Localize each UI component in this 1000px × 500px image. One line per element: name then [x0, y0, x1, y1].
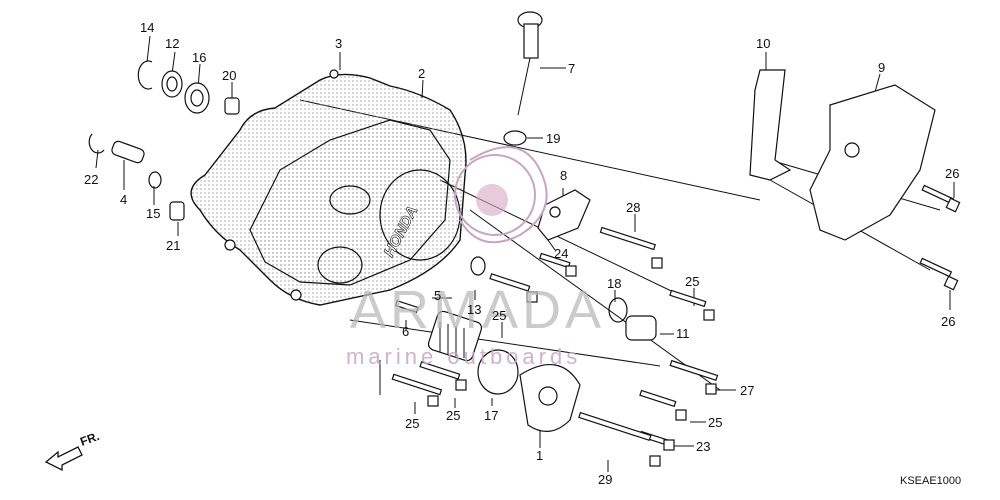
callout-17: 17 — [484, 408, 498, 423]
callout-19: 19 — [546, 131, 560, 146]
clip-22 — [88, 133, 105, 154]
sprocket-cover-9 — [809, 84, 936, 241]
o-ring-19 — [503, 130, 527, 146]
oil-filter-5 — [427, 310, 483, 362]
front-arrow-icon — [44, 446, 83, 472]
callout-3: 3 — [335, 36, 342, 51]
watermark-brand: ARMADA — [350, 280, 605, 340]
oil-seal-12 — [161, 70, 183, 98]
o-ring-15 — [148, 171, 162, 189]
callout-13: 13 — [467, 302, 481, 317]
callout-26b: 26 — [941, 314, 955, 329]
callout-25e: 25 — [446, 408, 460, 423]
bolts — [391, 184, 961, 467]
callout-25c: 25 — [708, 415, 722, 430]
watermark-logo-icon — [454, 146, 548, 244]
filter-cover-1 — [519, 364, 581, 432]
o-ring-18 — [608, 297, 628, 323]
diagram-code: KSEAE1000 — [900, 475, 961, 487]
bracket-8 — [537, 189, 591, 241]
callout-25b: 25 — [492, 308, 506, 323]
dowel-pin-20 — [224, 97, 240, 115]
callout-28: 28 — [626, 200, 640, 215]
callout-6: 6 — [402, 324, 409, 339]
callout-23: 23 — [696, 439, 710, 454]
callout-12: 12 — [165, 36, 179, 51]
dipstick-7 — [517, 11, 543, 116]
callout-9: 9 — [878, 60, 885, 75]
dowel-pin-21 — [169, 201, 185, 221]
callout-14: 14 — [140, 20, 154, 35]
snap-ring-14 — [137, 60, 153, 90]
callout-21: 21 — [166, 238, 180, 253]
plug-11 — [625, 315, 657, 341]
callout-1: 1 — [536, 448, 543, 463]
callout-25a: 25 — [685, 274, 699, 289]
crankcase-cover: HONDA — [190, 69, 467, 306]
callout-18: 18 — [607, 276, 621, 291]
callout-2: 2 — [418, 66, 425, 81]
callout-5: 5 — [434, 288, 441, 303]
callout-16: 16 — [192, 50, 206, 65]
washer-13 — [470, 256, 486, 276]
callout-11: 11 — [676, 326, 690, 341]
callout-27: 27 — [740, 383, 754, 398]
callout-29: 29 — [598, 472, 612, 487]
front-label: FR. — [78, 429, 101, 449]
front-marker: FR. — [44, 429, 101, 472]
callout-labels: 14 12 16 20 3 2 7 19 22 4 15 21 8 24 28 … — [84, 20, 959, 487]
callout-7: 7 — [568, 61, 575, 76]
callout-26a: 26 — [945, 166, 959, 181]
callout-8: 8 — [560, 168, 567, 183]
shaft-4 — [111, 140, 145, 164]
callout-24: 24 — [554, 246, 568, 261]
callout-10: 10 — [756, 36, 770, 51]
watermark: ARMADA marine outboards — [346, 146, 605, 369]
gasket-10 — [749, 69, 792, 181]
callout-25d: 25 — [405, 416, 419, 431]
callout-22: 22 — [84, 172, 98, 187]
o-ring-17 — [477, 349, 519, 395]
watermark-tagline: marine outboards — [346, 344, 581, 369]
callout-15: 15 — [146, 206, 160, 221]
callout-20: 20 — [222, 68, 236, 83]
callout-4: 4 — [120, 192, 127, 207]
bearing-16 — [184, 82, 210, 114]
